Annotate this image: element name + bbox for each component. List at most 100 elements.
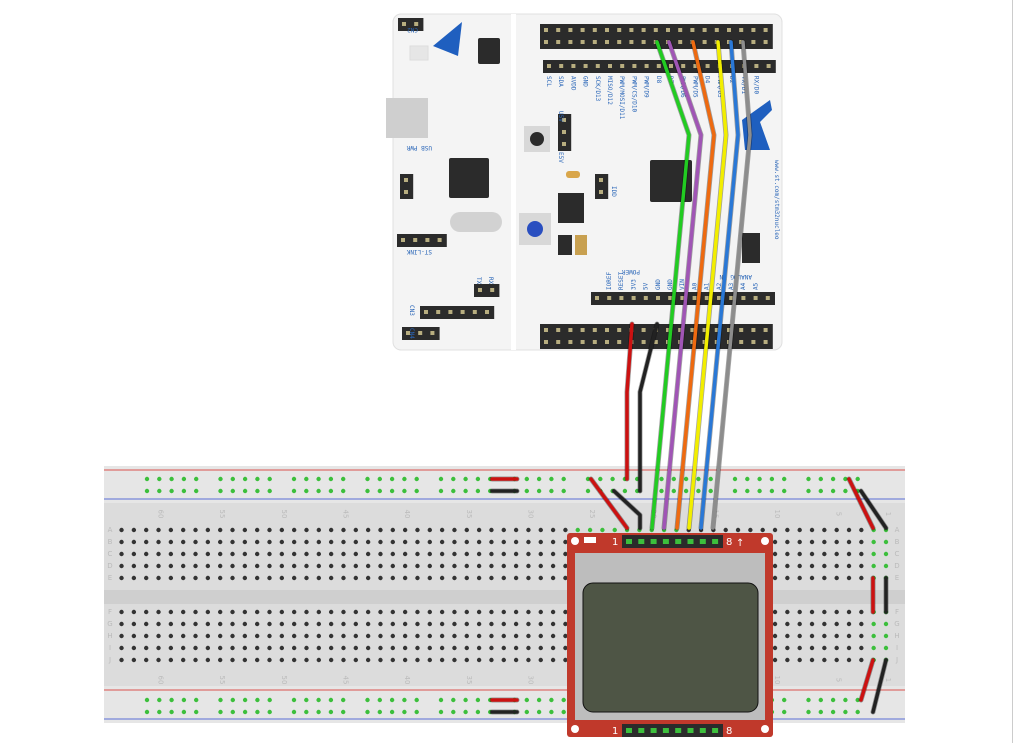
breadboard-hole (168, 539, 174, 545)
breadboard-hole (217, 633, 223, 639)
wires (489, 39, 889, 715)
breadboard-hole (785, 621, 790, 627)
row-letter: H (894, 632, 899, 640)
breadboard-hole (538, 563, 543, 569)
breadboard-hole (328, 609, 334, 615)
breadboard-hole (217, 621, 223, 627)
breadboard-hole (144, 563, 149, 569)
breadboard-hole (131, 645, 137, 651)
breadboard-hole (267, 657, 272, 663)
rail-hole (255, 709, 260, 715)
header-pin (595, 296, 599, 300)
rail-hole (377, 697, 382, 703)
row-letter: F (108, 608, 112, 616)
lcd-pin (687, 728, 694, 733)
header-pin (739, 340, 744, 344)
top-pin-label: PWM/D9 (643, 76, 650, 98)
rail-hole (169, 488, 174, 494)
breadboard-hole (439, 527, 445, 533)
breadboard-hole (205, 633, 211, 639)
chip-icon (478, 38, 500, 64)
rail-hole (194, 476, 199, 482)
breadboard-hole (550, 609, 556, 615)
rail-hole (414, 709, 419, 715)
breadboard-hole (772, 527, 778, 533)
breadboard-hole (575, 527, 580, 533)
breadboard-hole (168, 575, 174, 581)
mount-hole (571, 725, 579, 733)
breadboard-hole (402, 621, 408, 627)
rail-hole (696, 488, 701, 494)
rail-hole (806, 488, 811, 494)
breadboard-hole (550, 527, 556, 533)
breadboard-hole (402, 633, 408, 639)
rail-hole (769, 476, 775, 482)
rail-hole (181, 709, 187, 715)
breadboard-hole (427, 527, 432, 533)
rail-hole (659, 488, 664, 494)
header-pin (705, 64, 710, 68)
rail-hole (377, 488, 382, 494)
rail-hole (389, 709, 395, 715)
breadboard-hole (464, 645, 469, 651)
breadboard-hole (859, 563, 864, 569)
breadboard-hole (834, 657, 839, 663)
breadboard-hole (180, 657, 186, 663)
rail-hole (671, 488, 676, 494)
rail-hole (144, 697, 150, 703)
nokia-lcd-module: 1 8 ↑ 1 8 (567, 533, 773, 737)
breadboard-hole (859, 657, 864, 663)
rail-hole (843, 697, 848, 703)
breadboard-hole (748, 527, 753, 533)
breadboard-hole (341, 657, 346, 663)
breadboard-hole (119, 539, 124, 545)
breadboard-hole (846, 657, 852, 663)
header-pin (629, 40, 634, 44)
breadboard-hole (772, 657, 778, 663)
breadboard-hole (390, 551, 395, 557)
rail-hole (843, 476, 848, 482)
rail-hole (463, 476, 468, 482)
header-pin (702, 40, 707, 44)
column-number: 5 (835, 512, 843, 516)
top-pin-label: MISO/D12 (606, 76, 613, 105)
wire-power-red (847, 477, 875, 530)
breadboard-hole (464, 657, 469, 663)
rail-hole (757, 476, 762, 482)
breadboard-hole (193, 645, 198, 651)
rail-hole (622, 488, 628, 494)
breadboard-hole (513, 575, 519, 581)
breadboard-hole (119, 563, 124, 569)
breadboard-hole (156, 609, 161, 615)
breadboard-hole (452, 563, 457, 569)
breadboard-hole (267, 527, 272, 533)
row-letter: J (895, 656, 898, 664)
rail-hole (291, 697, 297, 703)
breadboard-hole (415, 551, 420, 557)
rail-hole (732, 488, 738, 494)
breadboard-hole (168, 563, 174, 569)
breadboard-hole (526, 633, 531, 639)
breadboard-hole (476, 633, 482, 639)
cn3-label: CN3 (408, 305, 415, 316)
header-pin (583, 64, 588, 68)
jumper-header (400, 174, 414, 199)
header-pin (620, 64, 625, 68)
breadboard-hole (205, 645, 211, 651)
header-pin (406, 331, 410, 335)
header-pin (617, 328, 622, 332)
header-pin (544, 340, 548, 344)
breadboard-hole (304, 551, 309, 557)
rail-hole (451, 488, 456, 494)
breadboard-hole (834, 563, 839, 569)
breadboard-hole (291, 575, 297, 581)
breadboard-hole (378, 609, 383, 615)
breadboard-hole (131, 633, 137, 639)
rail-hole (818, 709, 823, 715)
breadboard-hole (378, 527, 383, 533)
rail-hole (267, 488, 272, 494)
breadboard-hole (353, 609, 359, 615)
row-letter: E (895, 574, 899, 582)
breadboard-hole (785, 575, 790, 581)
header-pin (678, 40, 683, 44)
